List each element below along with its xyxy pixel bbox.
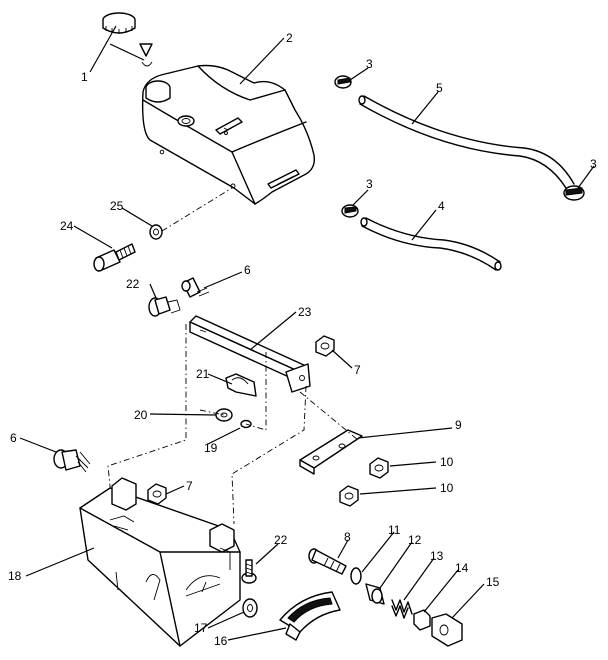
callout-4: 4 xyxy=(438,199,445,213)
callout-17: 17 xyxy=(194,621,208,635)
callout-5: 5 xyxy=(436,81,443,95)
tank-bolt xyxy=(93,243,136,272)
callout-8: 8 xyxy=(344,530,351,544)
bolt xyxy=(181,277,210,298)
callout-22: 22 xyxy=(126,277,140,291)
callout-12: 12 xyxy=(408,533,422,547)
callout-13: 13 xyxy=(430,549,444,563)
callout-16: 16 xyxy=(214,634,228,648)
callout-6: 6 xyxy=(10,431,17,445)
callout-18: 18 xyxy=(8,569,22,583)
callout-3: 3 xyxy=(366,177,373,191)
callout-14: 14 xyxy=(455,561,469,575)
retaining-clip xyxy=(413,609,431,631)
carriage-bolt xyxy=(308,548,347,575)
callout-10: 10 xyxy=(440,455,454,469)
washer xyxy=(242,598,258,618)
callout-20: 20 xyxy=(134,408,148,422)
callout-2: 2 xyxy=(286,31,293,45)
callout-15: 15 xyxy=(486,575,500,589)
callout-1: 1 xyxy=(81,70,88,84)
callout-7: 7 xyxy=(354,363,361,377)
flange-bolt xyxy=(148,296,181,317)
leader-lines xyxy=(19,25,595,641)
screw xyxy=(241,559,257,584)
washer xyxy=(215,408,233,422)
callout-22: 22 xyxy=(274,533,288,547)
spring xyxy=(391,599,413,619)
callout-21: 21 xyxy=(196,367,210,381)
support-bracket xyxy=(189,315,311,393)
spacer xyxy=(365,583,385,605)
callout-23: 23 xyxy=(298,305,312,319)
knob xyxy=(431,613,463,647)
callout-10: 10 xyxy=(440,481,454,495)
callout-7: 7 xyxy=(186,479,193,493)
fuel-tank xyxy=(141,64,316,205)
callout-3: 3 xyxy=(590,157,597,171)
hose-clamp xyxy=(334,75,352,89)
hex-nut xyxy=(339,485,359,507)
callout-9: 9 xyxy=(455,418,462,432)
hose-clamp xyxy=(341,204,359,218)
bolt xyxy=(53,449,91,473)
callout-3: 3 xyxy=(366,57,373,71)
tank-washer xyxy=(149,224,163,240)
hex-nut xyxy=(147,483,167,505)
fuel-hose-upper xyxy=(358,95,575,189)
hex-nut xyxy=(315,335,335,357)
mounting-plate xyxy=(299,429,363,475)
fuel-cap xyxy=(102,12,153,67)
callout-6: 6 xyxy=(244,263,251,277)
clip xyxy=(225,373,257,397)
callout-11: 11 xyxy=(388,523,401,537)
callout-24: 24 xyxy=(60,219,74,233)
fuel-hose-lower xyxy=(360,217,502,271)
quadrant-plate xyxy=(279,591,341,641)
callout-25: 25 xyxy=(110,199,124,213)
hex-nut xyxy=(369,457,389,479)
cover-housing xyxy=(79,477,241,647)
callout-19: 19 xyxy=(204,441,218,455)
hose-clamp xyxy=(563,185,585,201)
washer xyxy=(350,567,362,585)
callout-labels: 1 2 3 3 3 4 5 6 6 7 7 8 9 10 10 11 12 13… xyxy=(8,31,597,648)
